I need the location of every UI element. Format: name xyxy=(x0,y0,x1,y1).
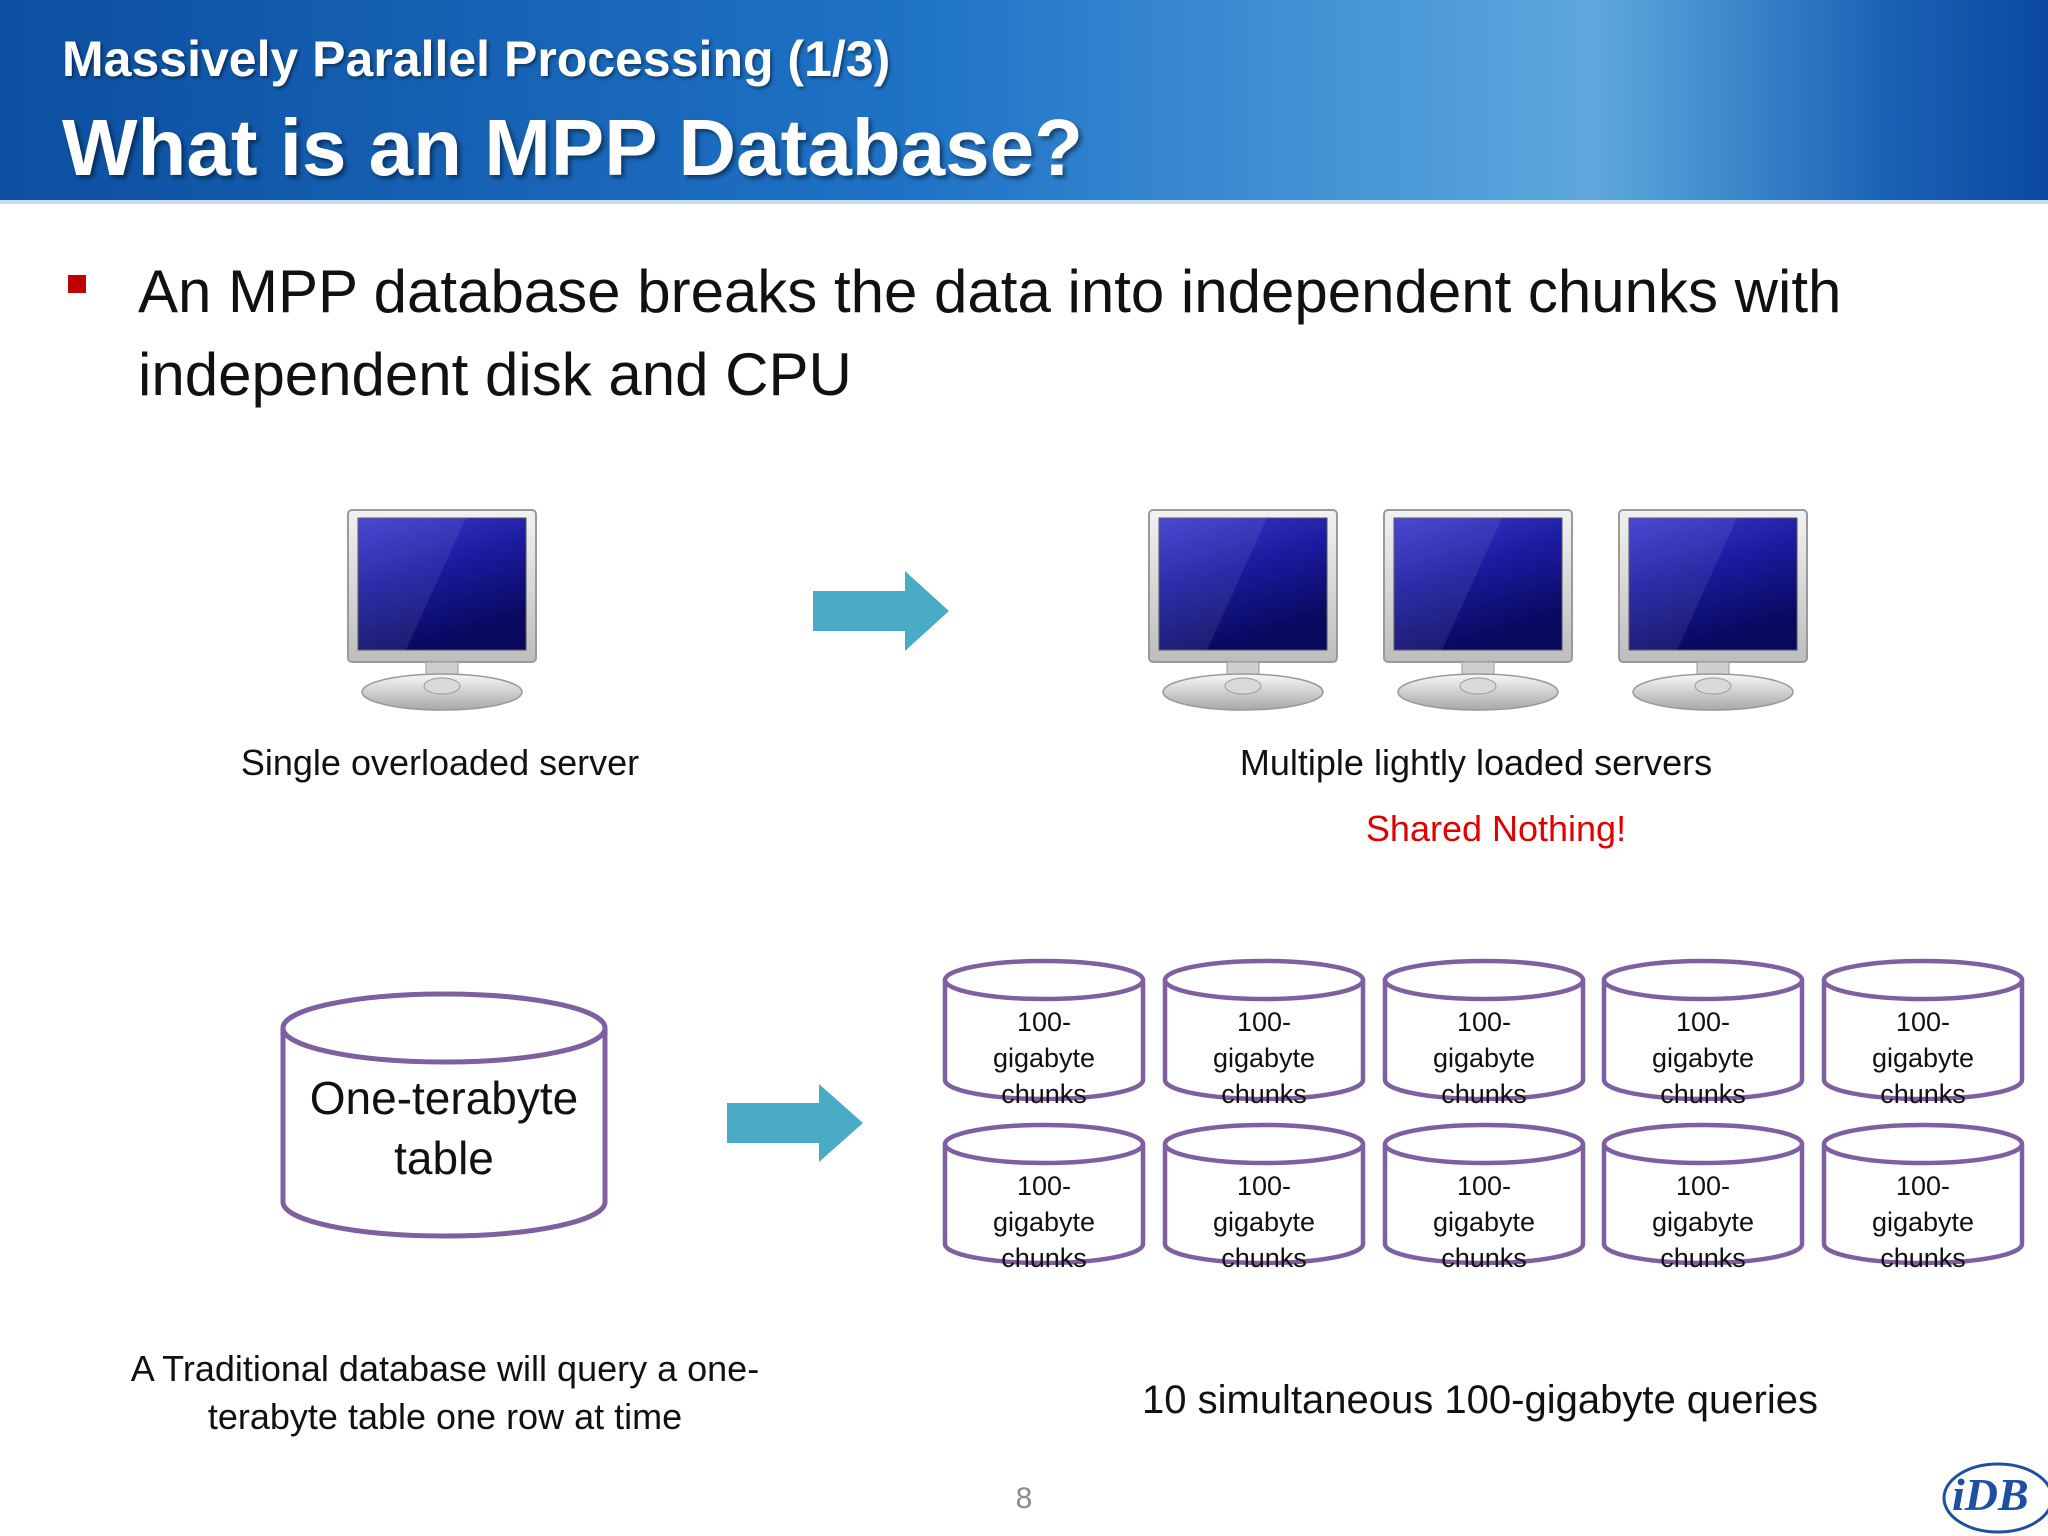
chunk-cylinder: 100-gigabyte chunks xyxy=(1382,1122,1586,1273)
right-arrow-icon xyxy=(813,571,949,651)
chunk-label: 100-gigabyte chunks xyxy=(1212,1007,1316,1109)
chunk-cylinder: 100-gigabyte chunks xyxy=(1821,958,2025,1109)
chunk-label: 100-gigabyte chunks xyxy=(992,1171,1096,1273)
chunk-cylinder: 100-gigabyte chunks xyxy=(942,958,1146,1109)
svg-text:iDB: iDB xyxy=(1952,1469,2029,1520)
chunk-label: 100-gigabyte chunks xyxy=(992,1007,1096,1109)
server-monitor-icon-1 xyxy=(1147,508,1339,716)
chunk-label: 100-gigabyte chunks xyxy=(1651,1007,1755,1109)
server-monitor-icon-3 xyxy=(1617,508,1809,716)
chunk-cylinder: 100-gigabyte chunks xyxy=(942,1122,1146,1273)
chunk-label: 100-gigabyte chunks xyxy=(1432,1171,1536,1273)
chunk-cylinder: 100-gigabyte chunks xyxy=(1601,958,1805,1109)
idb-logo: iDB xyxy=(1942,1462,2048,1534)
chunk-cylinder: 100-gigabyte chunks xyxy=(1601,1122,1805,1273)
chunk-label: 100-gigabyte chunks xyxy=(1651,1171,1755,1273)
traditional-caption: A Traditional database will query a one-… xyxy=(130,1348,760,1437)
chunk-cylinder: 100-gigabyte chunks xyxy=(1162,958,1366,1109)
right-arrow-icon xyxy=(727,1084,863,1162)
single-server-monitor-icon xyxy=(346,508,538,716)
page-number: 8 xyxy=(1015,1482,1033,1515)
multiple-servers-label: Multiple lightly loaded servers xyxy=(1239,742,1713,783)
slide-header: Massively Parallel Processing (1/3) What… xyxy=(0,0,2048,204)
single-server-label: Single overloaded server xyxy=(240,742,640,783)
chunk-label: 100-gigabyte chunks xyxy=(1212,1171,1316,1273)
bullet-marker xyxy=(68,275,86,293)
chunk-cylinder: 100-gigabyte chunks xyxy=(1382,958,1586,1109)
chunk-cylinder: 100-gigabyte chunks xyxy=(1821,1122,2025,1273)
chunk-label: 100-gigabyte chunks xyxy=(1871,1171,1975,1273)
parallel-caption: 10 simultaneous 100-gigabyte queries xyxy=(1142,1378,1818,1422)
server-monitor-icon-2 xyxy=(1382,508,1574,716)
bullet-text: An MPP database breaks the data into ind… xyxy=(138,258,1842,408)
chunk-cylinder: 100-gigabyte chunks xyxy=(1162,1122,1366,1273)
chunk-label: 100-gigabyte chunks xyxy=(1432,1007,1536,1109)
shared-nothing-label: Shared Nothing! xyxy=(1365,808,1627,849)
slide-subtitle: Massively Parallel Processing (1/3) xyxy=(62,31,891,87)
chunk-label: 100-gigabyte chunks xyxy=(1871,1007,1975,1109)
slide-title: What is an MPP Database? xyxy=(62,103,1084,192)
one-terabyte-table-cylinder: One-terabyte table xyxy=(279,990,609,1240)
table-label: One-terabyte table xyxy=(309,1072,579,1184)
